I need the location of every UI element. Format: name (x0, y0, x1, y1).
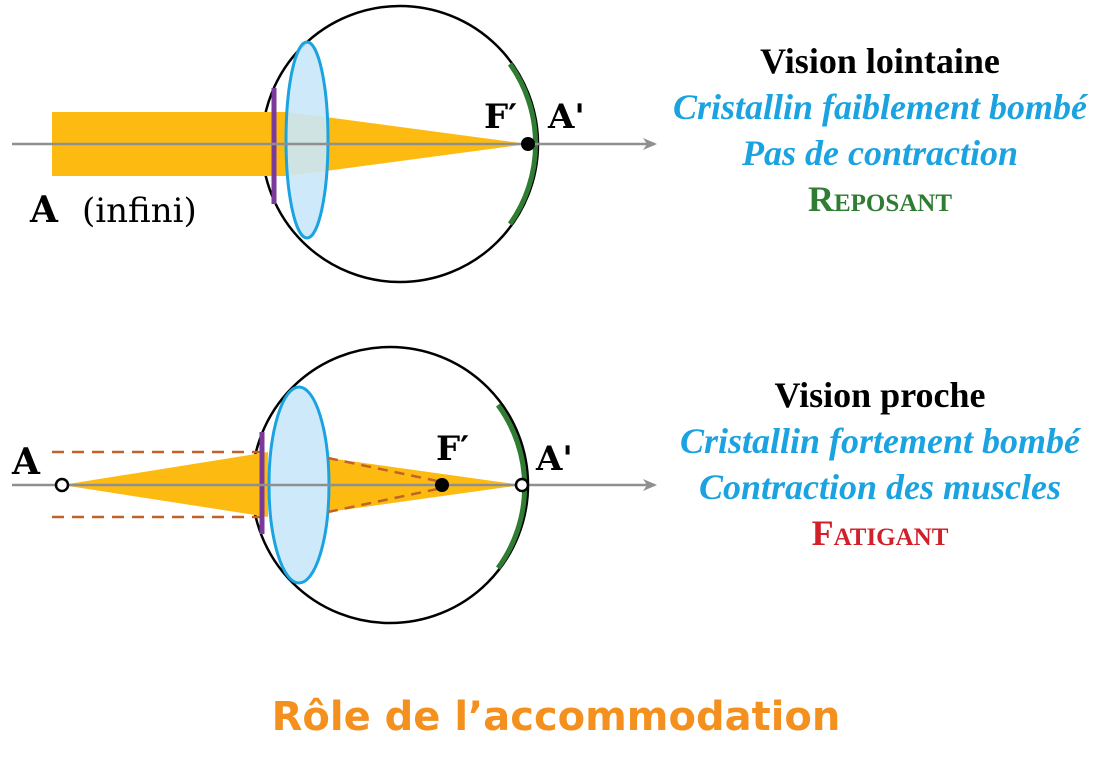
far-lens-state: Cristallin faiblement bombé (672, 87, 1088, 127)
far-image-point (521, 137, 535, 151)
far-object-label: A (29, 189, 59, 231)
near-dashed-focus-bottom (327, 486, 443, 514)
far-vision-heading: Vision lointaine (760, 41, 1000, 81)
near-lens-state: Cristallin fortement bombé (679, 421, 1081, 461)
far-object-note: (infini) (82, 191, 197, 231)
near-image-label: A' (535, 439, 573, 479)
far-lens (284, 40, 330, 240)
near-image-point (514, 477, 530, 493)
far-muscle-state: Pas de contraction (742, 133, 1018, 173)
near-object-point (54, 477, 70, 493)
near-vision-caption: Vision proche Cristallin fortement bombé… (650, 372, 1110, 556)
far-image-label: A' (547, 97, 585, 137)
near-focus-point (435, 478, 449, 492)
far-vision-caption: Vision lointaine Cristallin faiblement b… (650, 38, 1110, 222)
figure-title: Rôle de l’accommodation (271, 694, 841, 740)
near-verdict: Fatigant (811, 513, 949, 553)
near-dashed-focus-top (327, 456, 443, 484)
near-object-label: A (11, 441, 41, 483)
far-vision-figure: F′ A' A (infini) (12, 4, 657, 284)
near-focus-label: F′ (436, 429, 469, 469)
far-focus-label: F′ (484, 97, 517, 137)
near-vision-figure: A F′ A' (11, 345, 657, 625)
near-muscle-state: Contraction des muscles (698, 467, 1062, 507)
far-verdict: Reposant (807, 179, 953, 219)
near-vision-heading: Vision proche (774, 375, 986, 415)
